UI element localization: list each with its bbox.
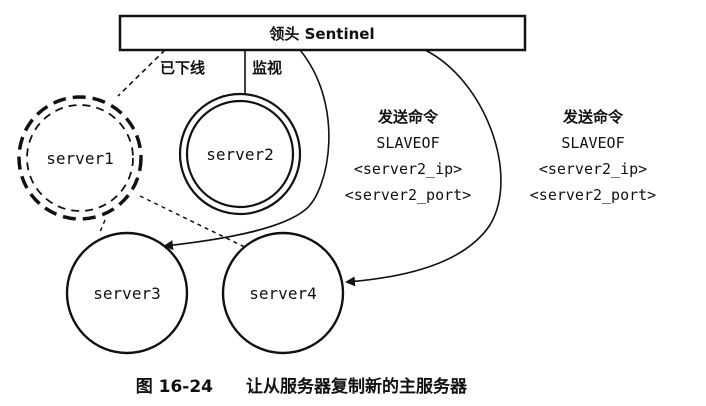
command-1-title: 发送命令: [377, 108, 439, 126]
command-arrow-server3: [163, 49, 330, 251]
command-1-line2: <server2_ip>: [354, 160, 462, 178]
command-arrow-server4: [345, 49, 502, 287]
command-2-line2: <server2_ip>: [539, 160, 647, 178]
server1-server3-link: [99, 219, 106, 233]
caption-figure-number: 图 16-24: [136, 377, 213, 397]
server4-label: server4: [249, 284, 316, 303]
command-1-line3: <server2_port>: [345, 186, 471, 204]
sentinel-box: 领头 Sentinel: [118, 14, 527, 52]
command-2-line3: <server2_port>: [530, 186, 656, 204]
figure-caption: 图 16-24 让从服务器复制新的主服务器: [136, 376, 468, 397]
command-block-2: 发送命令 SLAVEOF <server2_ip> <server2_port>: [530, 108, 656, 204]
server1-inner-ring: [26, 104, 134, 212]
server1-outer-ring: [17, 95, 143, 221]
monitor-label: 监视: [252, 59, 282, 77]
command-1-line1: SLAVEOF: [376, 134, 439, 152]
caption-text: 让从服务器复制新的主服务器: [246, 376, 468, 397]
server3-label: server3: [93, 284, 160, 303]
node-server3: server3: [65, 231, 189, 355]
node-server2: server2: [178, 92, 302, 216]
node-server1: server1: [17, 95, 143, 221]
offline-label: 已下线: [160, 59, 205, 77]
offline-link: [117, 49, 166, 97]
server1-label: server1: [46, 149, 113, 168]
server1-server4-link: [139, 195, 256, 253]
server2-label: server2: [206, 145, 273, 164]
server2-inner-ring: [185, 99, 295, 209]
server2-outer-ring: [178, 92, 302, 216]
server4-ring: [221, 231, 345, 355]
sentinel-box-frame: [118, 14, 527, 52]
sentinel-label: 领头 Sentinel: [268, 25, 374, 43]
command-2-line1: SLAVEOF: [561, 134, 624, 152]
server3-ring: [65, 231, 189, 355]
command-block-1: 发送命令 SLAVEOF <server2_ip> <server2_port>: [345, 108, 471, 204]
node-server4: server4: [221, 231, 345, 355]
command-2-title: 发送命令: [562, 108, 624, 126]
